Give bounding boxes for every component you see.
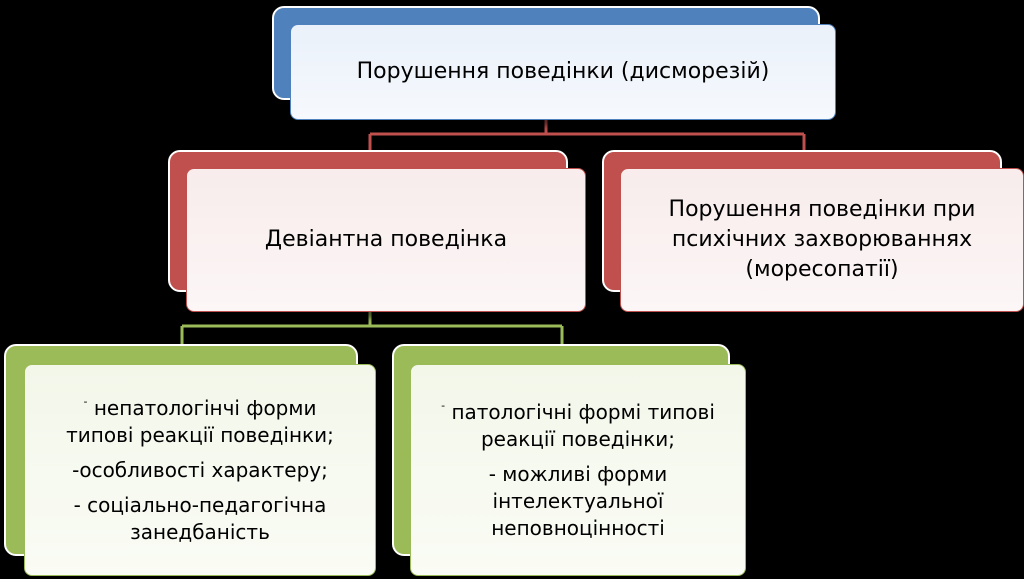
node-label-line: психічних захворюваннях — [671, 227, 973, 253]
node-front-panel: - непатологінчі форми типові реакції пов… — [24, 364, 376, 576]
lead-dash: - — [83, 394, 88, 408]
node-front-panel: Порушення поведінки (дисморезій) — [290, 24, 836, 120]
node-text: патологічні формі типові — [451, 399, 715, 424]
node-text-line: реакції поведінки; — [480, 426, 676, 451]
node-front-panel: Порушення поведінки при психічних захвор… — [620, 168, 1024, 312]
connector-root-to-children — [368, 120, 806, 150]
node-label-line: Порушення поведінки при — [668, 197, 976, 223]
node-front-panel: Девіантна поведінка — [186, 168, 586, 312]
node-text-line: занедбаність — [130, 519, 270, 544]
node-text-line: - непатологінчі форми — [84, 395, 317, 422]
node-label-line: (моресопатії) — [745, 256, 899, 282]
node-label: Порушення поведінки (дисморезій) — [356, 59, 770, 85]
lead-dash: - — [441, 398, 446, 412]
node-text-line: типові реакції поведінки; — [66, 422, 334, 447]
node-text: непатологінчі форми — [93, 395, 317, 420]
node-label: Девіантна поведінка — [264, 227, 508, 253]
node-front-panel: - патологічні формі типові реакції повед… — [410, 364, 746, 576]
node-text-line: -особливості характеру; — [72, 457, 328, 482]
node-text-line: - патологічні формі типові — [441, 399, 715, 426]
node-text-line: неповноцінності — [491, 515, 665, 540]
connector-deviant-to-children — [180, 312, 564, 344]
node-text-line: інтелектуальної — [492, 488, 664, 513]
node-text-line: - соціально-педагогічна — [73, 492, 327, 517]
node-text-line: - можливі форми — [488, 461, 668, 486]
